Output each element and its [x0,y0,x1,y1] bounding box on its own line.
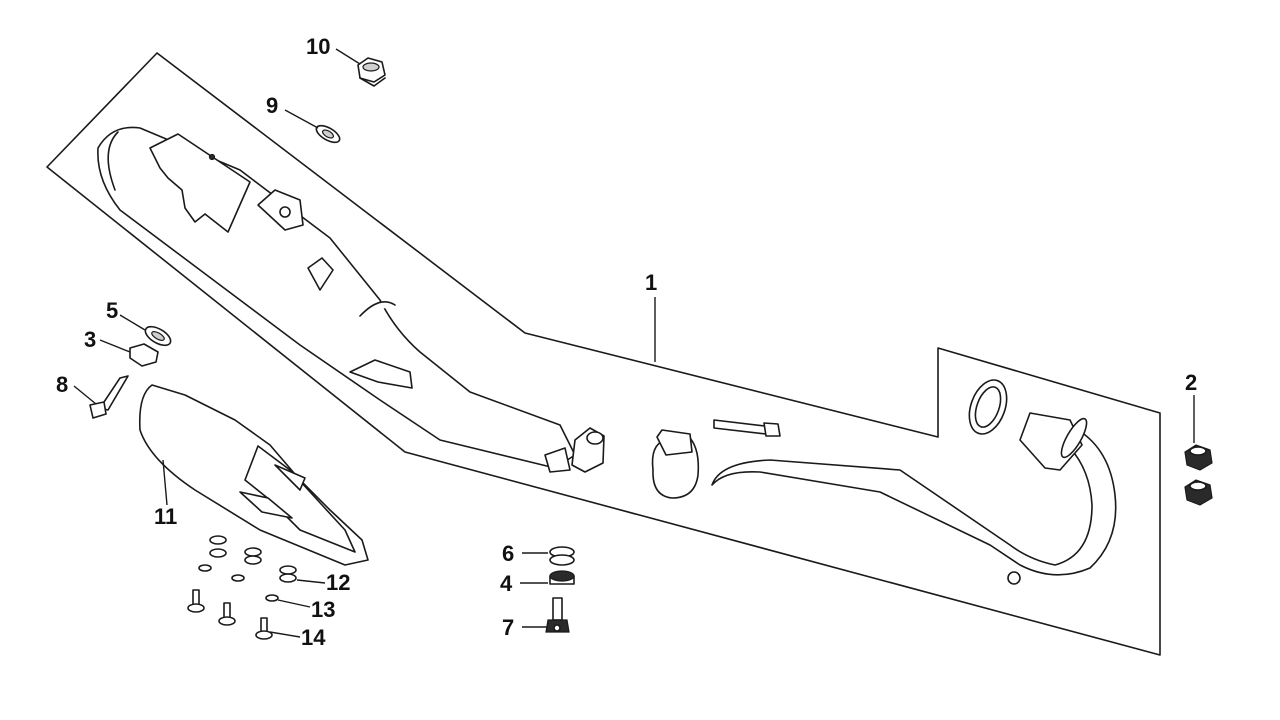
callout-12: 12 [326,570,350,595]
muffler [97,126,605,473]
callout-14: 14 [301,625,326,650]
flange-nuts [1184,444,1213,506]
shield-hardware [187,535,297,640]
callout-5: 5 [106,298,118,323]
callout-10: 10 [306,34,330,59]
callout-13: 13 [311,597,335,622]
assembly-bolt [713,419,781,437]
callout-3: 3 [84,327,96,352]
heat-shield [138,384,369,566]
exhaust-clamp [651,429,700,499]
heat-shield-mount-parts [89,325,172,419]
assembly-outline [46,52,1161,656]
top-nut [357,57,386,87]
callout-4: 4 [500,571,513,596]
callout-8: 8 [56,372,68,397]
top-washer [315,124,341,144]
stand-hardware [545,546,575,633]
leader-lines [73,48,1195,638]
callout-9: 9 [266,93,278,118]
gasket-ring [968,379,1008,435]
callout-11: 11 [154,504,177,529]
header-pipe [711,412,1117,585]
callout-7: 7 [502,615,514,640]
callout-2: 2 [1185,370,1197,395]
callout-6: 6 [502,541,514,566]
callout-1: 1 [645,270,657,295]
